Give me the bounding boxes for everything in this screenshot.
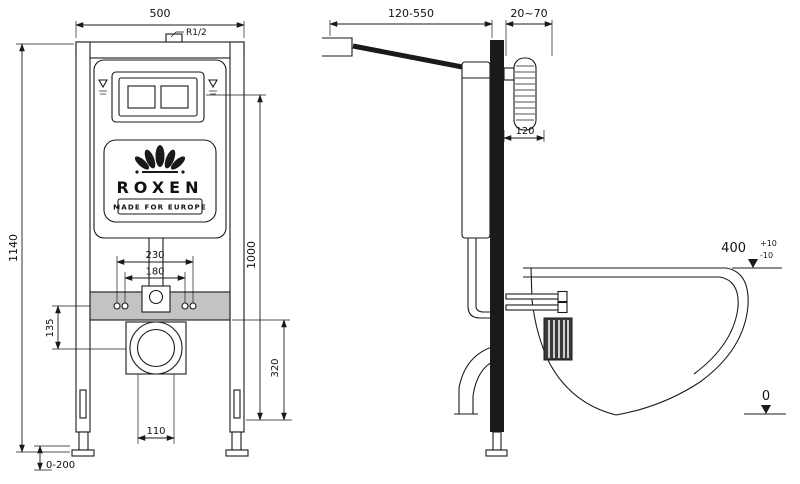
- front-view: ROXEN MADE FOR EUROPE 500: [7, 7, 292, 471]
- supply-hose: [322, 37, 479, 73]
- dim-depth-range: 120-550: [329, 7, 493, 38]
- dim-foot-range: 0-200: [34, 445, 75, 471]
- dim-230-label: 230: [145, 250, 164, 261]
- side-view: 120 120-550 20~70: [322, 7, 786, 457]
- dim-plate-120: 120: [503, 126, 545, 142]
- flush-actuator-side: [503, 57, 537, 131]
- dim-120-label: 120: [515, 126, 534, 137]
- drain-elbow: [454, 343, 505, 415]
- dim-180-label: 180: [145, 267, 164, 278]
- dim-135-label: 135: [45, 318, 56, 337]
- inlet-label: R1/2: [186, 28, 207, 38]
- datum-bowl-height: 400 +10 -10: [721, 239, 782, 269]
- drain-assembly: [125, 321, 187, 375]
- mounting-hardware: [505, 290, 573, 361]
- brand-text: ROXEN: [116, 178, 203, 197]
- water-inlet-nub: [165, 33, 183, 43]
- frame-front: [71, 33, 249, 457]
- dim-400-label: 400: [721, 241, 746, 256]
- bowl-profile: [523, 267, 749, 416]
- level-mark-left-icon: [98, 79, 108, 95]
- dim-depth-range-label: 120-550: [388, 7, 434, 20]
- ribbed-connector: [543, 317, 573, 361]
- inlet-callout: R1/2: [170, 28, 207, 38]
- dim-320-label: 320: [270, 358, 281, 377]
- dim-foot-range-label: 0-200: [46, 460, 75, 471]
- dim-1000-label: 1000: [245, 241, 258, 269]
- datum-triangle-400: [748, 259, 758, 268]
- dim-110: 110: [137, 374, 175, 444]
- flush-plate-opening: [111, 71, 205, 123]
- dim-wall-range: 20~70: [505, 7, 553, 56]
- brand-tagline: MADE FOR EUROPE: [113, 204, 207, 212]
- level-mark-right-icon: [208, 79, 218, 95]
- dim-width-500: 500: [75, 7, 245, 38]
- dim-1000: 1000: [206, 94, 292, 421]
- dim-500-label: 500: [150, 7, 171, 20]
- logo-plate: ROXEN MADE FOR EUROPE: [103, 139, 217, 223]
- mounting-crossbar: [89, 285, 231, 321]
- dim-110-label: 110: [146, 426, 165, 437]
- dim-height-1140: 1140: [7, 43, 74, 453]
- actuator-ribs: [515, 65, 535, 121]
- dim-400-tol-minus: -10: [760, 251, 773, 260]
- inlet-fitting: [141, 285, 171, 313]
- dim-230: 230: [116, 250, 194, 303]
- dim-135: 135: [45, 305, 126, 350]
- dim-320: 320: [232, 319, 290, 421]
- datum-triangle-0: [761, 405, 771, 414]
- lotus-icon: [134, 145, 186, 174]
- dim-wall-range-label: 20~70: [510, 7, 547, 20]
- flush-button-right: [160, 85, 189, 109]
- dim-180: 180: [124, 267, 186, 303]
- flush-button-left: [127, 85, 156, 109]
- dim-floor-label: 0: [762, 389, 770, 404]
- dim-1140-label: 1140: [7, 234, 20, 262]
- dim-400-tol-plus: +10: [760, 239, 777, 248]
- frame-side: [485, 40, 508, 457]
- datum-floor: 0: [744, 389, 786, 415]
- cistern-side: [461, 61, 491, 319]
